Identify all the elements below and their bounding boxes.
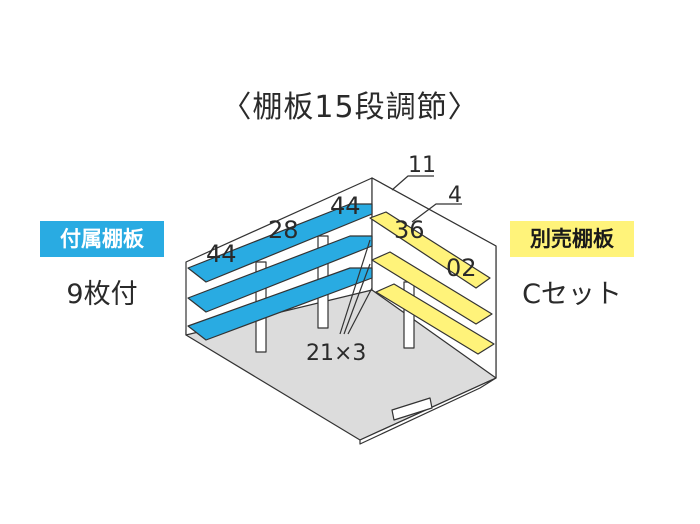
optional-shelf-badge: 別売棚板 (510, 221, 634, 257)
leader-top-label: 11 (408, 153, 436, 178)
shelf-width-left-label: 44 (206, 240, 237, 268)
blue-shelf (187, 267, 373, 341)
shelf-gap-leader (343, 263, 371, 335)
shelf-width-mid-label: 28 (268, 216, 299, 244)
included-shelves (187, 203, 373, 341)
shelf-right-side-label: 02 (446, 254, 477, 282)
shelf-gap-label: 21×3 (306, 341, 366, 366)
yellow-shelf (371, 251, 493, 325)
page-title: 〈棚板15段調節〉 (221, 90, 479, 125)
door-threshold (359, 377, 497, 445)
optional-shelves (369, 211, 495, 355)
yellow-shelf (369, 211, 491, 289)
included-shelf-badge: 付属棚板 (40, 221, 164, 257)
shelf-gap-leader (347, 287, 373, 335)
optional-shelf-set: Cセット (522, 279, 622, 310)
included-shelf-count: 9枚付 (66, 279, 138, 310)
leader-line-side (411, 203, 462, 223)
yellow-shelf (375, 283, 495, 355)
blue-shelf (187, 235, 373, 313)
shelf-width-back-label: 44 (330, 192, 361, 220)
leader-side-label: 4 (448, 183, 462, 208)
leader-line-top (391, 175, 434, 191)
blue-shelf (187, 203, 373, 283)
door-step (391, 397, 433, 421)
shelf-right-top-label: 36 (394, 216, 425, 244)
shelf-gap-leader (339, 239, 371, 335)
